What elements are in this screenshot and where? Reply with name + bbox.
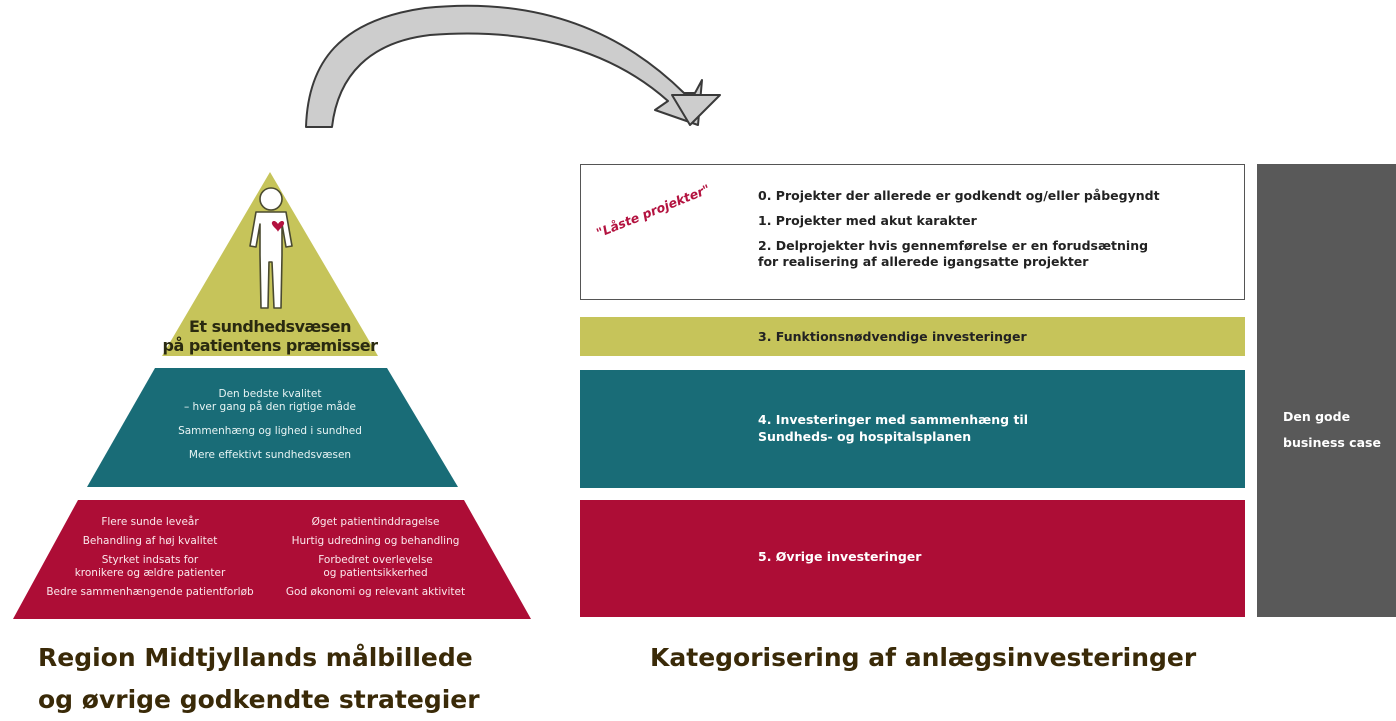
base-right-item: Øget patientinddragelse bbox=[311, 516, 440, 528]
base-right-item: Hurtig udredning og behandling bbox=[291, 535, 460, 547]
base-left-item: Styrket indsats for kronikere og ældre p… bbox=[74, 554, 226, 579]
pyramid-base bbox=[13, 500, 531, 619]
pyramid-base-right-list: Øget patientinddragelse Hurtig udredning… bbox=[268, 516, 483, 605]
heart-icon bbox=[271, 220, 285, 232]
business-case-line-1: Den gode bbox=[1283, 409, 1351, 424]
middle-item: Mere effektivt sundhedsvæsen bbox=[188, 449, 352, 461]
category-3-band: 3. Funktionsnødvendige investeringer bbox=[580, 317, 1245, 356]
middle-item: Sammenhæng og lighed i sundhed bbox=[178, 425, 362, 437]
apex-title-line-2: på patientens præmisser bbox=[162, 336, 378, 355]
business-case-column: Den gode business case bbox=[1257, 164, 1396, 617]
pyramid-apex bbox=[162, 172, 378, 356]
category-5-band: 5. Øvrige investeringer bbox=[580, 500, 1245, 617]
right-caption: Kategorisering af anlægsinvesteringer bbox=[650, 643, 1197, 672]
base-left-item: Flere sunde leveår bbox=[101, 516, 199, 528]
business-case-label: Den gode business case bbox=[1283, 404, 1381, 456]
category-3-label: 3. Funktionsnødvendige investeringer bbox=[758, 329, 1027, 344]
category-4-band: 4. Investeringer med sammenhæng til Sund… bbox=[580, 370, 1245, 488]
apex-title-line-1: Et sundhedsvæsen bbox=[188, 317, 352, 336]
category-5-label: 5. Øvrige investeringer bbox=[758, 549, 922, 564]
person-icon bbox=[249, 187, 293, 309]
locked-projects-box bbox=[580, 164, 1245, 300]
category-4-label: 4. Investeringer med sammenhæng til Sund… bbox=[758, 412, 1029, 444]
base-right-item: Forbedret overlevelse og patientsikkerhe… bbox=[318, 554, 433, 579]
locked-item: 2. Delprojekter hvis gennemførelse er en… bbox=[758, 238, 1149, 269]
left-caption: Region Midtjyllands målbillede og øvrige… bbox=[38, 637, 480, 721]
base-left-item: Bedre sammenhængende patientforløb bbox=[46, 585, 254, 598]
base-left-item: Behandling af høj kvalitet bbox=[82, 535, 218, 547]
middle-item: Den bedste kvalitet – hver gang på den r… bbox=[183, 388, 357, 413]
pyramid-middle bbox=[87, 368, 458, 487]
pyramid-middle-list: Den bedste kvalitet – hver gang på den r… bbox=[120, 388, 420, 473]
locked-projects-list: 0. Projekter der allerede er godkendt og… bbox=[758, 188, 1238, 279]
curved-arrow-icon bbox=[305, 4, 721, 128]
business-case-line-2: business case bbox=[1283, 435, 1381, 450]
left-caption-line-2: og øvrige godkendte strategier bbox=[38, 685, 480, 714]
locked-item: 1. Projekter med akut karakter bbox=[758, 213, 977, 228]
pyramid-base-left-list: Flere sunde leveår Behandling af høj kva… bbox=[30, 516, 270, 605]
pyramid-apex-title: Et sundhedsvæsen på patientens præmisser bbox=[160, 317, 380, 355]
locked-item: 0. Projekter der allerede er godkendt og… bbox=[758, 188, 1160, 203]
left-caption-line-1: Region Midtjyllands målbillede bbox=[38, 643, 473, 672]
base-right-item: God økonomi og relevant aktivitet bbox=[285, 585, 466, 598]
